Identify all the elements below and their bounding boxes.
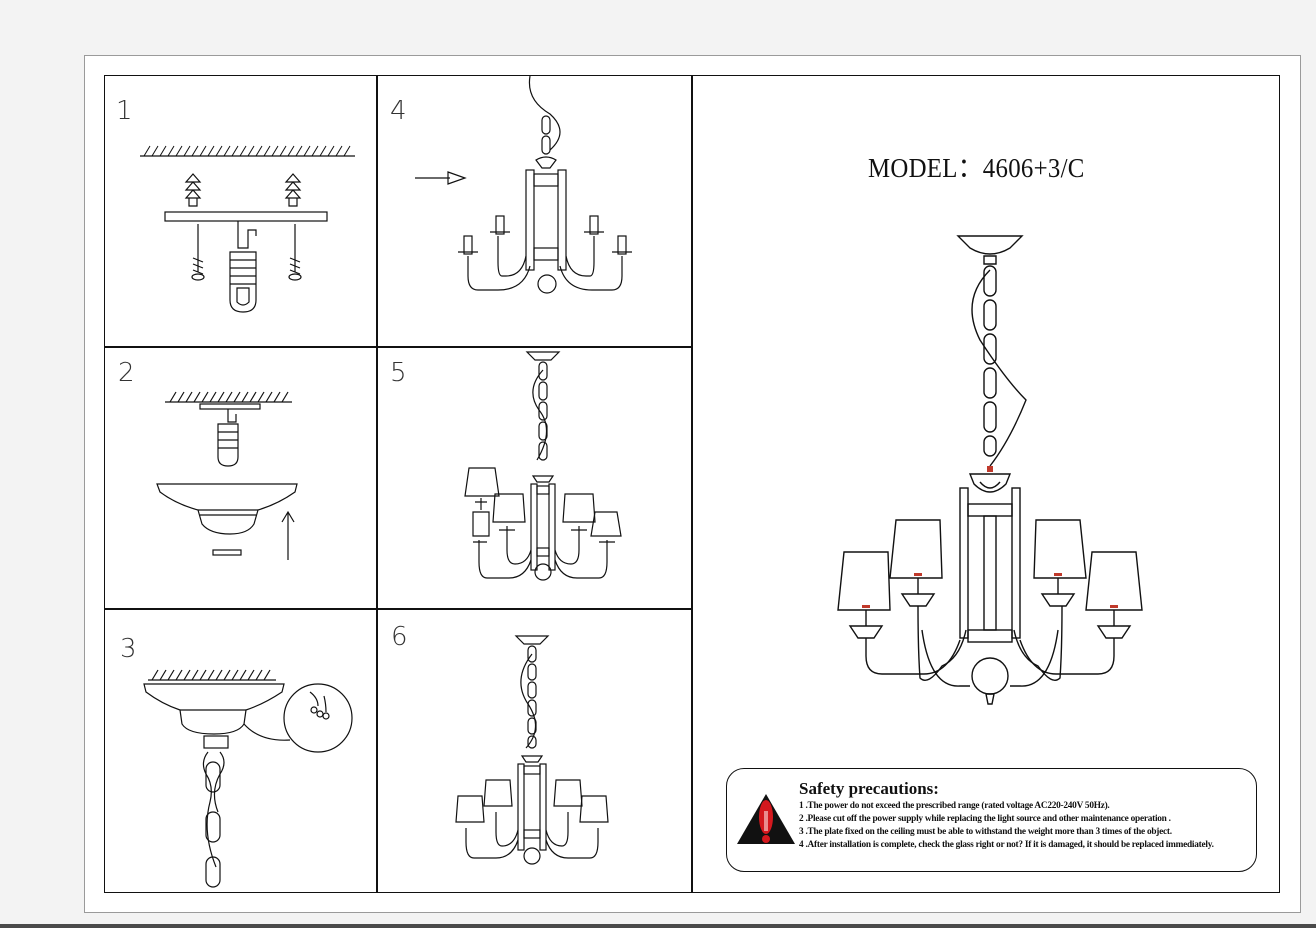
row-divider-2 (104, 608, 692, 610)
safety-rule-2: 2 .Please cut off the power supply while… (799, 814, 1171, 824)
safety-rule-4: 4 .After installation is complete, check… (799, 840, 1214, 850)
safety-title: Safety precautions: (799, 779, 939, 798)
step-2-canopy-diagram (156, 391, 298, 560)
safety-precautions-box: Safety precautions: 1 .The power do not … (726, 768, 1257, 872)
bottom-edge (0, 924, 1316, 928)
step-5-shade-diagram (464, 351, 622, 581)
step-number-1: 1 (116, 96, 133, 126)
model-label: MODEL：4606+3/C (868, 153, 1085, 183)
step-4-frame-diagram (415, 76, 632, 294)
column-divider-1 (376, 75, 378, 893)
safety-rule-1: 1 .The power do not exceed the prescribe… (799, 801, 1110, 811)
step-number-3: 3 (120, 634, 137, 664)
row-divider-1 (104, 346, 692, 348)
step-number-2: 2 (118, 358, 135, 388)
step-number-6: 6 (391, 622, 408, 652)
column-divider-2 (691, 75, 693, 893)
step-3-wiring-diagram (143, 669, 353, 888)
step-number-4: 4 (390, 96, 407, 126)
warning-triangle-icon (737, 794, 795, 844)
step-6-complete-diagram (455, 635, 609, 865)
chandelier-illustration (837, 235, 1143, 705)
step-1-mounting-diagram (140, 145, 355, 313)
safety-rule-3: 3 .The plate fixed on the ceiling must b… (799, 827, 1172, 837)
step-number-5: 5 (390, 358, 407, 388)
